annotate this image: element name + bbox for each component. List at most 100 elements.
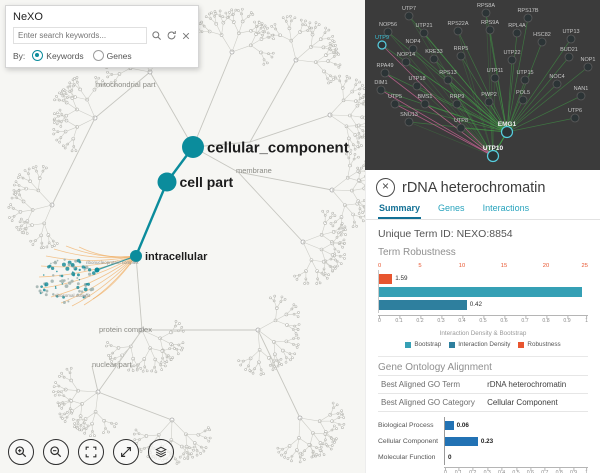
gene-label: RPS13 xyxy=(439,70,456,76)
radio-label: Genes xyxy=(106,50,132,61)
gene-node-UTP11[interactable] xyxy=(490,73,500,83)
search-icon[interactable] xyxy=(151,30,162,41)
gene-node-UTP9[interactable] xyxy=(377,40,387,50)
gene-label: RPA49 xyxy=(376,63,393,69)
search-input[interactable] xyxy=(13,27,147,44)
by-label: By: xyxy=(13,50,26,61)
gene-node-RPS13[interactable] xyxy=(443,75,453,85)
search-by-options: Keywords Genes xyxy=(32,50,132,61)
gene-node-UTP5[interactable] xyxy=(390,99,400,109)
gene-node-UTP13[interactable] xyxy=(566,34,576,44)
gene-node-UTP8[interactable] xyxy=(456,123,466,133)
gene-label: RRP9 xyxy=(450,94,465,100)
gene-node-UTP7[interactable] xyxy=(404,11,414,21)
gene-label: HSC82 xyxy=(533,32,551,38)
radio-keywords[interactable]: Keywords xyxy=(32,50,84,61)
tree-minor-label: nuclear part xyxy=(92,360,133,369)
term-node-cellular_component[interactable] xyxy=(182,136,204,158)
gene-label: DIM1 xyxy=(374,80,387,86)
app-title: NeXO xyxy=(13,11,43,23)
radio-circle[interactable] xyxy=(92,50,104,61)
gene-node-BUD21[interactable] xyxy=(564,52,574,62)
gene-node-NOC4[interactable] xyxy=(552,79,562,89)
term-node-cell_part[interactable] xyxy=(157,172,177,192)
gene-label: BMS1 xyxy=(418,94,433,100)
fit-to-screen-button[interactable] xyxy=(78,439,104,465)
tab-interactions[interactable]: Interactions xyxy=(482,203,530,213)
tree-minor-label: ribonucleoprotein complex xyxy=(86,260,139,265)
fit-selection-button[interactable] xyxy=(113,439,139,465)
close-icon[interactable]: × xyxy=(376,178,395,197)
gene-node-HSC82[interactable] xyxy=(537,37,547,47)
radio-circle[interactable] xyxy=(32,50,44,61)
gene-node-UTP10[interactable] xyxy=(486,149,500,163)
gene-label: BUD21 xyxy=(560,47,578,53)
gene-node-RPS17B[interactable] xyxy=(523,13,533,23)
gene-node-RPL4A[interactable] xyxy=(512,28,522,38)
gene-node-BMS1[interactable] xyxy=(420,99,430,109)
gene-node-NOP56[interactable] xyxy=(383,27,393,37)
term-label-cellular_component: cellular_component xyxy=(207,139,349,156)
gene-node-UTP18[interactable] xyxy=(412,81,422,91)
unique-term-id: Unique Term ID: NEXO:8854 xyxy=(378,228,588,240)
gene-node-DIM1[interactable] xyxy=(376,85,386,95)
search-by-row: By: Keywords Genes xyxy=(13,50,191,61)
gene-node-RPS22A[interactable] xyxy=(453,26,463,36)
gene-label: PWP2 xyxy=(481,92,497,98)
gene-label: UTP6 xyxy=(568,108,582,114)
gene-label: NOP56 xyxy=(379,22,397,28)
gene-label: RPS17B xyxy=(517,8,538,14)
gene-node-UTP15[interactable] xyxy=(520,75,530,85)
gene-node-RPS8A[interactable] xyxy=(481,8,491,18)
gene-node-EMG1[interactable] xyxy=(500,125,514,139)
gene-node-NOP4[interactable] xyxy=(408,44,418,54)
gene-node-KRE33[interactable] xyxy=(429,54,439,64)
gene-label: UTP7 xyxy=(402,6,416,12)
term-label-cell_part: cell part xyxy=(180,174,234,190)
gene-node-UTP22[interactable] xyxy=(507,55,517,65)
layers-button[interactable] xyxy=(148,439,174,465)
radio-genes[interactable]: Genes xyxy=(92,50,132,61)
gene-node-RRP9[interactable] xyxy=(452,99,462,109)
gene-node-SNU13[interactable] xyxy=(404,117,414,127)
gene-node-POL5[interactable] xyxy=(518,95,528,105)
gene-label: UTP9 xyxy=(375,35,389,41)
gene-node-PWP2[interactable] xyxy=(484,97,494,107)
gene-node-RPA49[interactable] xyxy=(380,68,390,78)
gene-label: KRE33 xyxy=(425,49,442,55)
clear-icon[interactable] xyxy=(181,31,191,41)
gene-label: SNU13 xyxy=(400,112,418,118)
refresh-icon[interactable] xyxy=(166,30,177,41)
term-id-label: Unique Term ID: xyxy=(378,228,454,240)
tab-genes[interactable]: Genes xyxy=(438,203,465,213)
gene-label: UTP21 xyxy=(415,23,432,29)
gene-label: UTP10 xyxy=(483,145,504,152)
tab-summary[interactable]: Summary xyxy=(378,201,422,219)
gene-label: NAN1 xyxy=(574,86,589,92)
gene-node-RPS9A[interactable] xyxy=(485,25,495,35)
gene-node-RRP5[interactable] xyxy=(456,51,466,61)
gene-node-NOP1[interactable] xyxy=(583,62,593,72)
gene-node-UTP6[interactable] xyxy=(570,113,580,123)
gene-label: UTP5 xyxy=(388,94,402,100)
gene-node-NOP14[interactable] xyxy=(401,57,411,67)
gene-node-UTP21[interactable] xyxy=(419,28,429,38)
zoom-out-button[interactable] xyxy=(43,439,69,465)
gene-node-NAN1[interactable] xyxy=(576,91,586,101)
gene-label: NOP4 xyxy=(406,39,421,45)
zoom-in-button[interactable] xyxy=(8,439,34,465)
term-node-intracellular[interactable] xyxy=(130,250,142,262)
robustness-bar-bootstrap xyxy=(379,286,588,297)
radio-label: Keywords xyxy=(46,50,84,61)
